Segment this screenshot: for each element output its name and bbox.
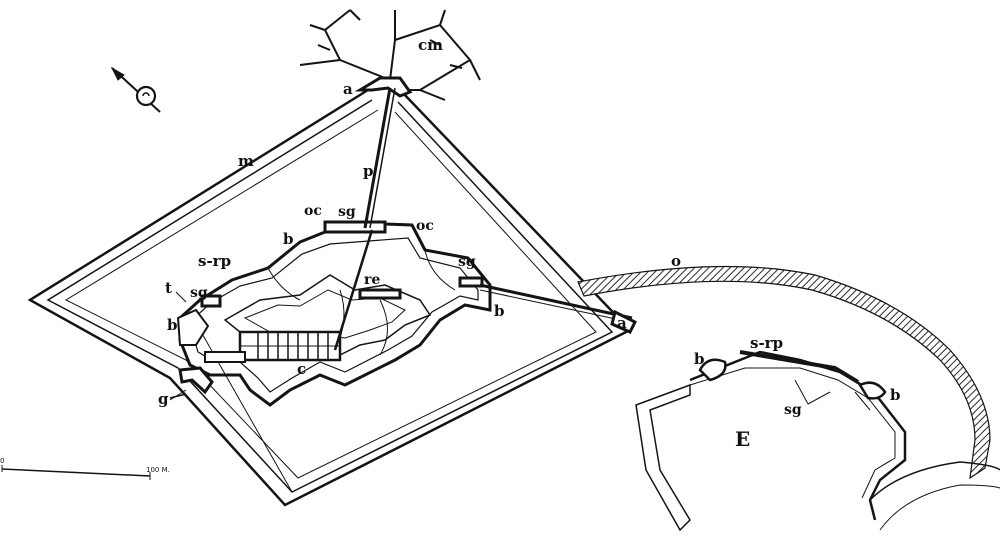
outwork-e: [635, 350, 1000, 532]
label-a-top: a: [343, 80, 353, 98]
label-g: g: [158, 390, 169, 408]
label-m: m: [238, 152, 254, 170]
passages: [333, 87, 633, 351]
label-sg-top: sg: [338, 204, 356, 220]
scale-end-label: 100 M.: [146, 466, 170, 474]
right-gate-work: [610, 309, 638, 334]
label-b-left: b: [167, 316, 178, 334]
label-e: E: [735, 427, 750, 451]
label-c: c: [297, 360, 306, 378]
leader-lines: [169, 291, 831, 405]
label-t: t: [165, 279, 172, 297]
scale-bar: 0 100 M.: [0, 457, 170, 480]
label-b-e-right: b: [890, 386, 901, 404]
label-b-right: b: [494, 302, 505, 320]
label-o: o: [671, 252, 681, 270]
label-oc-right: oc: [416, 218, 434, 234]
scale-start-label: 0: [0, 457, 4, 465]
label-sg-left: sg: [190, 285, 208, 301]
label-b-e-left: b: [694, 350, 705, 368]
label-s-rp-e: s-rp: [750, 334, 783, 352]
shelter-galleries: [200, 220, 484, 308]
label-a-right: a: [617, 314, 627, 332]
covered-way: [577, 265, 991, 480]
left-gate-work: [169, 366, 214, 399]
label-cm: cm: [418, 36, 443, 54]
labels: a cm m p oc sg oc b s-rp sg re t sg b b …: [158, 36, 901, 451]
label-re: re: [364, 272, 380, 288]
casemate-block: [204, 330, 342, 363]
label-sg-e: sg: [784, 402, 802, 418]
label-p: p: [363, 162, 374, 180]
label-oc-left: oc: [304, 203, 322, 219]
label-b-top: b: [283, 230, 294, 248]
crown-work-network: [299, 9, 481, 101]
label-sg-right: sg: [458, 254, 476, 270]
top-gate-work: [354, 76, 413, 98]
north-arrow-icon: [110, 66, 161, 113]
label-s-rp: s-rp: [198, 252, 231, 270]
left-tower: [176, 308, 210, 346]
